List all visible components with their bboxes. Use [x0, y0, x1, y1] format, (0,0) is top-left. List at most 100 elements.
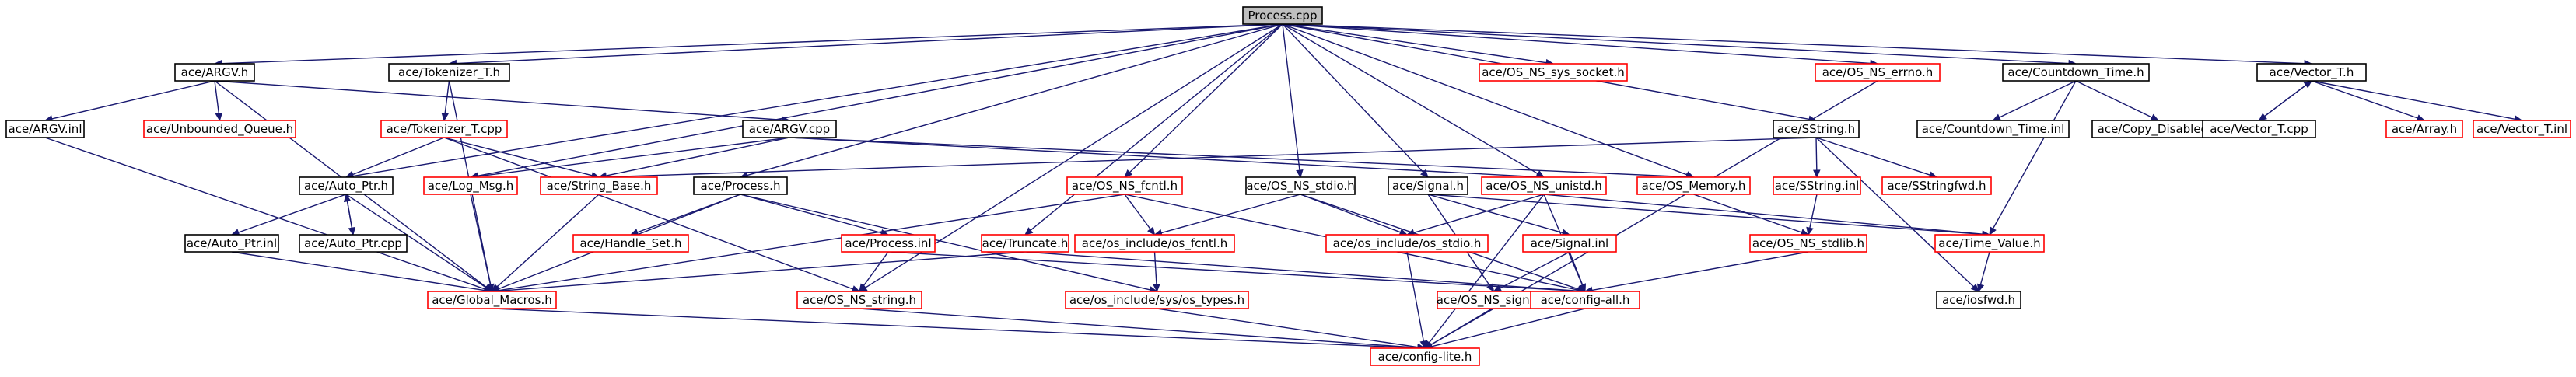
node-sstring-inl[interactable]: ace/SString.inl — [1773, 176, 1861, 195]
node-box[interactable] — [1370, 347, 1480, 366]
node-os-include-sys-os-types-h[interactable]: ace/os_include/sys/os_types.h — [1065, 291, 1249, 309]
node-box[interactable] — [423, 176, 518, 195]
node-box[interactable] — [388, 63, 510, 82]
node-box[interactable] — [299, 234, 408, 253]
node-box[interactable] — [1065, 291, 1249, 309]
node-box[interactable] — [2002, 63, 2150, 82]
node-box[interactable] — [1242, 6, 1323, 25]
node-config-all-h[interactable]: ace/config-all.h — [1530, 291, 1640, 309]
node-box[interactable] — [1773, 176, 1861, 195]
node-auto-ptr-h[interactable]: ace/Auto_Ptr.h — [299, 176, 394, 195]
node-box[interactable] — [184, 234, 279, 253]
node-os-memory-h[interactable]: ace/OS_Memory.h — [1636, 176, 1751, 195]
node-os-ns-fcntl-h[interactable]: ace/OS_NS_fcntl.h — [1066, 176, 1183, 195]
node-box[interactable] — [1245, 176, 1356, 195]
node-label: ace/Signal.h — [1392, 179, 1464, 193]
node-iosfwd-h[interactable]: ace/iosfwd.h — [1936, 291, 2021, 309]
node-label: ace/OS_NS_sys_socket.h — [1482, 65, 1625, 80]
node-box[interactable] — [1773, 120, 1860, 138]
node-signal-inl[interactable]: ace/Signal.inl — [1522, 234, 1617, 253]
node-os-ns-sys-socket-h[interactable]: ace/OS_NS_sys_socket.h — [1479, 63, 1628, 82]
edge-signal_h-to-time_value_h — [1427, 194, 1983, 236]
node-box[interactable] — [1066, 176, 1183, 195]
node-vector-t-cpp[interactable]: ace/Vector_T.cpp — [2202, 120, 2316, 138]
node-process-cpp[interactable]: Process.cpp — [1242, 6, 1323, 25]
node-os-ns-errno-h[interactable]: ace/OS_NS_errno.h — [1815, 63, 1941, 82]
node-box[interactable] — [1388, 176, 1468, 195]
edge-tokenizer_t_h-to-tokenizer_t_cpp — [444, 80, 450, 114]
node-argv-inl[interactable]: ace/ARGV.inl — [5, 120, 85, 138]
node-countdown-time-h[interactable]: ace/Countdown_Time.h — [2002, 63, 2150, 82]
node-box[interactable] — [2256, 63, 2367, 82]
node-box[interactable] — [1479, 63, 1628, 82]
node-array-h[interactable]: ace/Array.h — [2385, 120, 2463, 138]
node-vector-t-h[interactable]: ace/Vector_T.h — [2256, 63, 2367, 82]
node-box[interactable] — [143, 120, 296, 138]
node-os-ns-string-h[interactable]: ace/OS_NS_string.h — [796, 291, 922, 309]
node-string-base-h[interactable]: ace/String_Base.h — [540, 176, 658, 195]
node-box[interactable] — [572, 234, 689, 253]
edge-process_inl-to-os_ns_string_h — [863, 251, 889, 287]
node-box[interactable] — [1936, 291, 2021, 309]
node-box[interactable] — [1522, 234, 1617, 253]
node-box[interactable] — [2202, 120, 2316, 138]
node-os-include-os-stdio-h[interactable]: ace/os_include/os_stdio.h — [1325, 234, 1489, 253]
edge-truncate_h-to-config_all_h — [1024, 251, 1579, 292]
node-countdown-time-inl[interactable]: ace/Countdown_Time.inl — [1916, 120, 2070, 138]
node-box[interactable] — [299, 176, 394, 195]
node-global-macros-h[interactable]: ace/Global_Macros.h — [427, 291, 557, 309]
node-box[interactable] — [693, 176, 788, 195]
node-config-lite-h[interactable]: ace/config-lite.h — [1370, 347, 1480, 366]
edge-arrowhead-tokenizer_t_h-to-tokenizer_t_cpp — [441, 112, 449, 122]
node-box[interactable] — [2385, 120, 2463, 138]
node-box[interactable] — [1074, 234, 1235, 253]
node-argv-cpp[interactable]: ace/ARGV.cpp — [742, 120, 837, 138]
node-tokenizer-t-h[interactable]: ace/Tokenizer_T.h — [388, 63, 510, 82]
node-box[interactable] — [1815, 63, 1941, 82]
node-label: ace/SStringfwd.h — [1887, 179, 1986, 193]
node-handle-set-h[interactable]: ace/Handle_Set.h — [572, 234, 689, 253]
node-box[interactable] — [5, 120, 85, 138]
node-box[interactable] — [1916, 120, 2070, 138]
node-process-inl[interactable]: ace/Process.inl — [841, 234, 936, 253]
node-sstringfwd-h[interactable]: ace/SStringfwd.h — [1881, 176, 1992, 195]
node-box[interactable] — [427, 291, 557, 309]
node-time-value-h[interactable]: ace/Time_Value.h — [1934, 234, 2045, 253]
edge-arrowhead-process_cpp-to-os_ns_stdio_h — [1296, 169, 1304, 179]
node-process-h[interactable]: ace/Process.h — [693, 176, 788, 195]
node-box[interactable] — [1325, 234, 1489, 253]
node-box[interactable] — [540, 176, 658, 195]
node-os-ns-signal-h[interactable]: ace/OS_NS_signal.h — [1437, 291, 1551, 309]
node-tokenizer-t-cpp[interactable]: ace/Tokenizer_T.cpp — [380, 120, 508, 138]
node-box[interactable] — [1934, 234, 2045, 253]
node-box[interactable] — [1881, 176, 1992, 195]
node-box[interactable] — [1749, 234, 1867, 253]
node-os-ns-stdio-h[interactable]: ace/OS_NS_stdio.h — [1245, 176, 1356, 195]
edge-signal_h-to-signal_inl — [1427, 194, 1563, 234]
node-box[interactable] — [380, 120, 508, 138]
node-unbounded-queue-h[interactable]: ace/Unbounded_Queue.h — [143, 120, 296, 138]
node-sstring-h[interactable]: ace/SString.h — [1773, 120, 1860, 138]
node-truncate-h[interactable]: ace/Truncate.h — [981, 234, 1069, 253]
node-auto-ptr-inl[interactable]: ace/Auto_Ptr.inl — [184, 234, 279, 253]
edge-os_ns_signal_h-to-config_lite_h — [1430, 308, 1494, 346]
node-box[interactable] — [1530, 291, 1640, 309]
edge-vector_t_cpp-to-vector_t_h — [2259, 84, 2307, 121]
node-box[interactable] — [981, 234, 1069, 253]
node-os-ns-stdlib-h[interactable]: ace/OS_NS_stdlib.h — [1749, 234, 1867, 253]
node-box[interactable] — [742, 120, 837, 138]
node-signal-h[interactable]: ace/Signal.h — [1388, 176, 1468, 195]
node-box[interactable] — [174, 63, 255, 82]
node-box[interactable] — [1636, 176, 1751, 195]
edge-signal_inl-to-os_ns_signal_h — [1500, 251, 1570, 289]
node-os-ns-unistd-h[interactable]: ace/OS_NS_unistd.h — [1481, 176, 1607, 195]
node-box[interactable] — [1481, 176, 1607, 195]
node-auto-ptr-cpp[interactable]: ace/Auto_Ptr.cpp — [299, 234, 408, 253]
node-argv-h[interactable]: ace/ARGV.h — [174, 63, 255, 82]
node-log-msg-h[interactable]: ace/Log_Msg.h — [423, 176, 518, 195]
node-box[interactable] — [796, 291, 922, 309]
node-box[interactable] — [841, 234, 936, 253]
node-vector-t-inl[interactable]: ace/Vector_T.inl — [2473, 120, 2571, 138]
node-os-include-os-fcntl-h[interactable]: ace/os_include/os_fcntl.h — [1074, 234, 1235, 253]
node-box[interactable] — [2473, 120, 2571, 138]
